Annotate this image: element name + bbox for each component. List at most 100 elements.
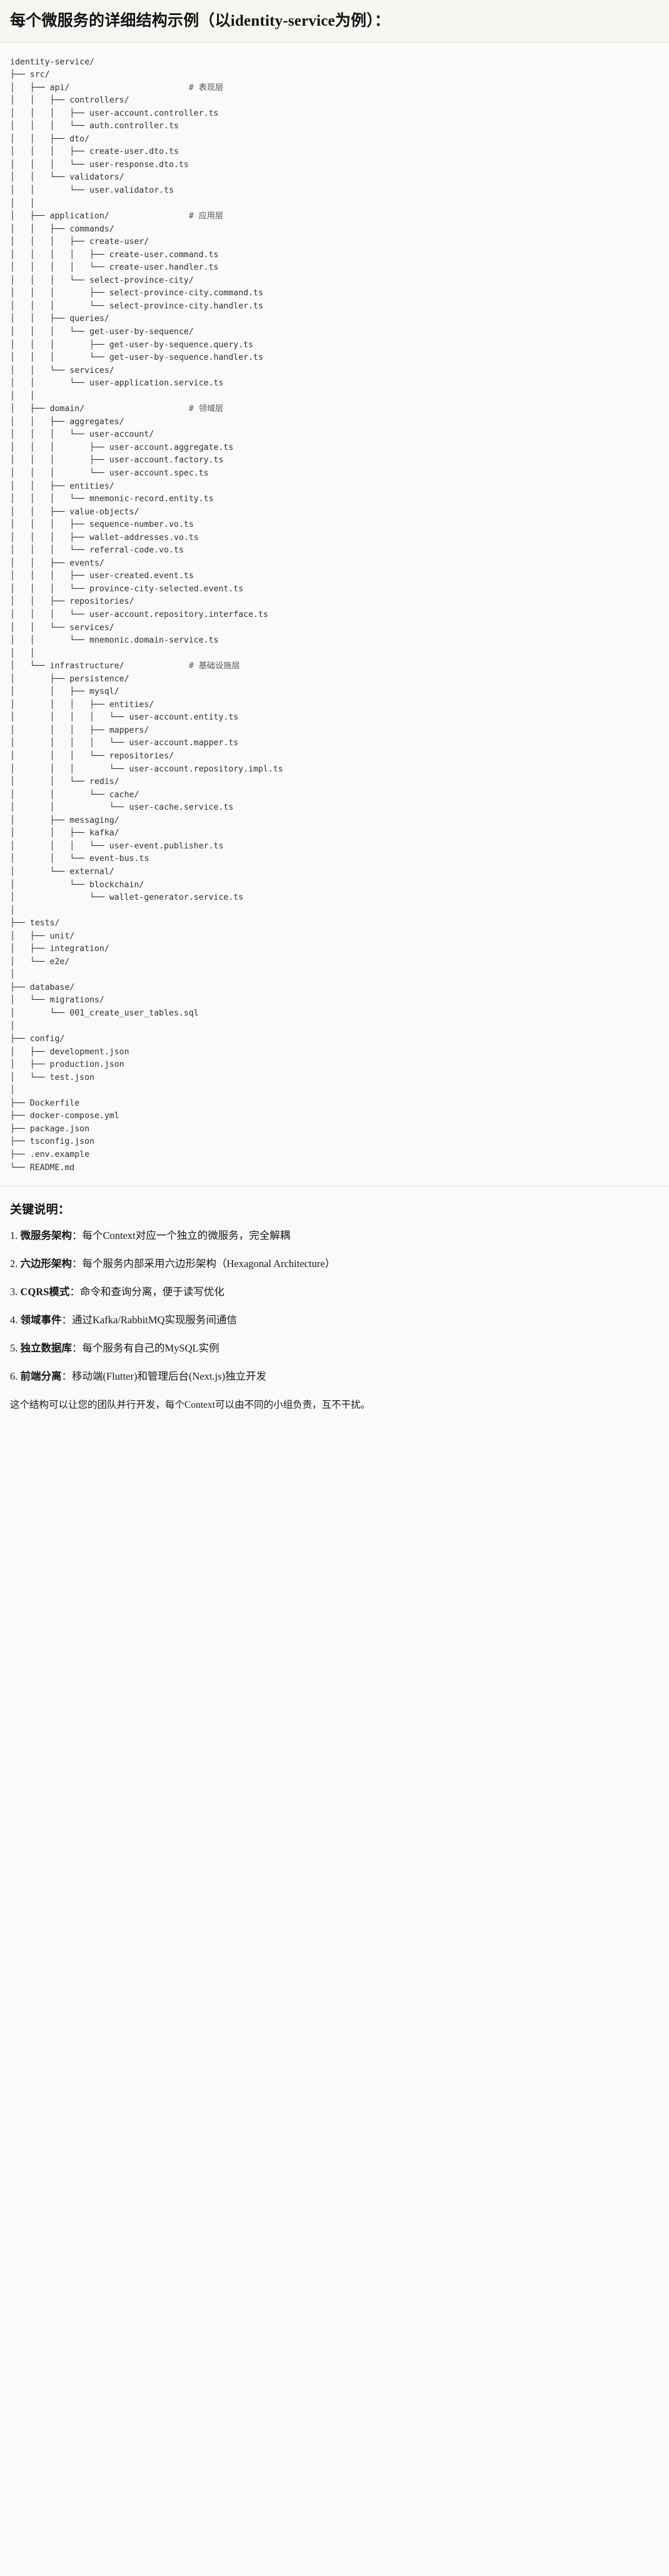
tree-line-text: │ │ │ ├── user-created.event.ts bbox=[10, 571, 194, 581]
tree-line: │ │ ├── value-objects/ bbox=[10, 506, 659, 519]
tree-line-text: │ │ └── cache/ bbox=[10, 790, 139, 800]
tree-line: │ │ │ ├── create-user/ bbox=[10, 236, 659, 249]
key-note-term: CQRS模式 bbox=[20, 1285, 70, 1298]
tree-line-comment: # 领域层 bbox=[188, 404, 224, 414]
key-note-text: 每个Context对应一个独立的微服务，完全解耦 bbox=[82, 1229, 291, 1242]
tree-line: │ │ ├── events/ bbox=[10, 557, 659, 571]
tree-line-text: │ │ └── user-application.service.ts bbox=[10, 379, 224, 389]
tree-line: │ └── wallet-generator.service.ts bbox=[10, 892, 659, 905]
tree-line: │ │ │ ├── mappers/ bbox=[10, 725, 659, 738]
tree-line: │ │ │ │ └── user-account.mapper.ts bbox=[10, 737, 659, 750]
tree-line-text: │ │ ├── kafka/ bbox=[10, 828, 119, 838]
tree-line-text: ├── .env.example bbox=[10, 1149, 90, 1159]
key-note-term: 微服务架构 bbox=[20, 1229, 73, 1242]
tree-line-text: │ │ │ │ └── create-user.handler.ts bbox=[10, 263, 219, 273]
tree-line-text: │ │ ├── repositories/ bbox=[10, 597, 134, 607]
tree-line: │ │ ├── entities/ bbox=[10, 481, 659, 494]
key-note-item: 3. CQRS模式：命令和查询分离，便于读写优化 bbox=[10, 1285, 659, 1300]
tree-line: ├── tests/ bbox=[10, 917, 659, 930]
tree-line-text: │ │ └── user.validator.ts bbox=[10, 185, 174, 195]
tree-line-text: │ ├── api/ bbox=[10, 83, 70, 93]
tree-line: │ ├── domain/ # 领域层 bbox=[10, 403, 659, 416]
tree-line: │ │ bbox=[10, 648, 659, 661]
directory-tree-block: identity-service/├── src/│ ├── api/ # 表现… bbox=[0, 42, 669, 1187]
tree-line-text: ├── docker-compose.yml bbox=[10, 1111, 119, 1121]
tree-line-text: │ │ │ │ └── user-account.entity.ts bbox=[10, 713, 239, 723]
tree-line: │ │ │ ├── user-created.event.ts bbox=[10, 570, 659, 583]
tree-line: │ │ ├── mysql/ bbox=[10, 686, 659, 699]
tree-line-text: │ │ bbox=[10, 648, 35, 658]
key-note-item: 1. 微服务架构：每个Context对应一个独立的微服务，完全解耦 bbox=[10, 1228, 659, 1243]
tree-line: ├── tsconfig.json bbox=[10, 1136, 659, 1149]
tree-line-text: │ │ └── event-bus.ts bbox=[10, 854, 149, 864]
tree-line-text: │ │ │ └── select-province-city/ bbox=[10, 275, 194, 285]
tree-line-comment: # 应用层 bbox=[188, 211, 224, 221]
tree-line-text: │ bbox=[10, 905, 15, 915]
page-title: 每个微服务的详细结构示例（以identity-service为例）： bbox=[10, 13, 391, 29]
tree-line: │ │ │ ├── entities/ bbox=[10, 699, 659, 712]
tree-line: │ ├── integration/ bbox=[10, 943, 659, 956]
tree-line-text: │ └── test.json bbox=[10, 1072, 94, 1082]
tree-line-text: │ │ │ └── user-event.publisher.ts bbox=[10, 841, 224, 851]
tree-line: │ │ │ │ └── create-user.handler.ts bbox=[10, 262, 659, 275]
tree-line: │ ├── development.json bbox=[10, 1046, 659, 1059]
tree-line: │ │ │ ├── wallet-addresses.vo.ts bbox=[10, 532, 659, 545]
tree-line-text: │ ├── integration/ bbox=[10, 944, 109, 954]
tree-line: │ │ │ └── select-province-city.handler.t… bbox=[10, 300, 659, 313]
tree-line-text: │ ├── unit/ bbox=[10, 931, 75, 941]
tree-line-text: identity-service/ bbox=[10, 57, 94, 67]
tree-line-text: ├── tests/ bbox=[10, 919, 60, 929]
tree-line: │ │ ├── controllers/ bbox=[10, 94, 659, 108]
tree-line: │ │ bbox=[10, 198, 659, 211]
key-note-number: 6. bbox=[10, 1370, 18, 1382]
tree-line: │ └── blockchain/ bbox=[10, 879, 659, 892]
tree-line: │ └── migrations/ bbox=[10, 994, 659, 1007]
tree-line: │ └── infrastructure/ # 基础设施层 bbox=[10, 660, 659, 673]
tree-line: │ │ │ └── user-account.repository.impl.t… bbox=[10, 763, 659, 776]
tree-line: │ ├── application/ # 应用层 bbox=[10, 210, 659, 223]
key-notes-block: 关键说明： 1. 微服务架构：每个Context对应一个独立的微服务，完全解耦 2… bbox=[0, 1186, 669, 1428]
tree-line: │ │ │ ├── get-user-by-sequence.query.ts bbox=[10, 339, 659, 352]
tree-line: │ │ └── event-bus.ts bbox=[10, 853, 659, 866]
tree-line: │ │ │ ├── user-account.factory.ts bbox=[10, 454, 659, 467]
tree-line-text: │ │ │ ├── create-user/ bbox=[10, 237, 149, 247]
tree-line: │ │ │ └── mnemonic-record.entity.ts bbox=[10, 493, 659, 506]
tree-line-text: │ │ bbox=[10, 391, 35, 401]
tree-line-text: │ │ └── user-cache.service.ts bbox=[10, 803, 234, 813]
tree-line: │ │ └── redis/ bbox=[10, 776, 659, 789]
tree-line-text: │ └── external/ bbox=[10, 867, 114, 877]
tree-line: │ │ ├── commands/ bbox=[10, 223, 659, 237]
key-note-number: 2. bbox=[10, 1258, 18, 1270]
key-note-term: 六边形架构 bbox=[20, 1258, 73, 1270]
tree-line-text: │ └── e2e/ bbox=[10, 957, 70, 967]
tree-line-text: ├── package.json bbox=[10, 1124, 90, 1134]
tree-line-text: │ │ │ └── user-account.repository.interf… bbox=[10, 610, 268, 620]
tree-line-text: │ │ │ ├── sequence-number.vo.ts bbox=[10, 520, 194, 530]
tree-line-text: │ │ └── validators/ bbox=[10, 173, 124, 183]
tree-line-text: │ │ │ └── referral-code.vo.ts bbox=[10, 546, 184, 556]
tree-line: │ │ └── user-application.service.ts bbox=[10, 377, 659, 390]
key-note-term: 领域事件 bbox=[20, 1313, 62, 1326]
tree-line-text: ├── database/ bbox=[10, 982, 75, 992]
tree-line-text: │ │ ├── value-objects/ bbox=[10, 507, 139, 517]
tree-line-text: │ │ ├── events/ bbox=[10, 558, 104, 568]
tree-line-text: │ └── wallet-generator.service.ts bbox=[10, 893, 244, 903]
tree-line: │ └── test.json bbox=[10, 1072, 659, 1085]
tree-line: │ │ └── user-cache.service.ts bbox=[10, 802, 659, 815]
tree-line-text: │ └── infrastructure/ bbox=[10, 661, 124, 671]
tree-line-text: ├── tsconfig.json bbox=[10, 1137, 94, 1147]
tree-line-text: │ ├── messaging/ bbox=[10, 815, 119, 825]
tree-line-text: │ │ ├── entities/ bbox=[10, 481, 114, 491]
tree-line: │ │ │ └── repositories/ bbox=[10, 750, 659, 763]
key-notes-heading: 关键说明： bbox=[10, 1203, 71, 1217]
tree-line: │ ├── api/ # 表现层 bbox=[10, 82, 659, 95]
tree-line-text: │ │ │ └── mnemonic-record.entity.ts bbox=[10, 494, 214, 504]
key-note-item: 4. 领域事件：通过Kafka/RabbitMQ实现服务间通信 bbox=[10, 1313, 659, 1328]
tree-line: │ bbox=[10, 1084, 659, 1097]
tree-line-text: │ │ │ └── select-province-city.handler.t… bbox=[10, 301, 263, 311]
key-note-item: 5. 独立数据库：每个服务有自己的MySQL实例 bbox=[10, 1341, 659, 1356]
tree-line: │ │ │ ├── sequence-number.vo.ts bbox=[10, 519, 659, 532]
key-note-item: 2. 六边形架构：每个服务内部采用六边形架构（Hexagonal Archite… bbox=[10, 1256, 659, 1271]
tree-line-text: │ │ │ └── user-account/ bbox=[10, 430, 154, 440]
tree-line: │ │ │ ├── user-account.aggregate.ts bbox=[10, 442, 659, 455]
